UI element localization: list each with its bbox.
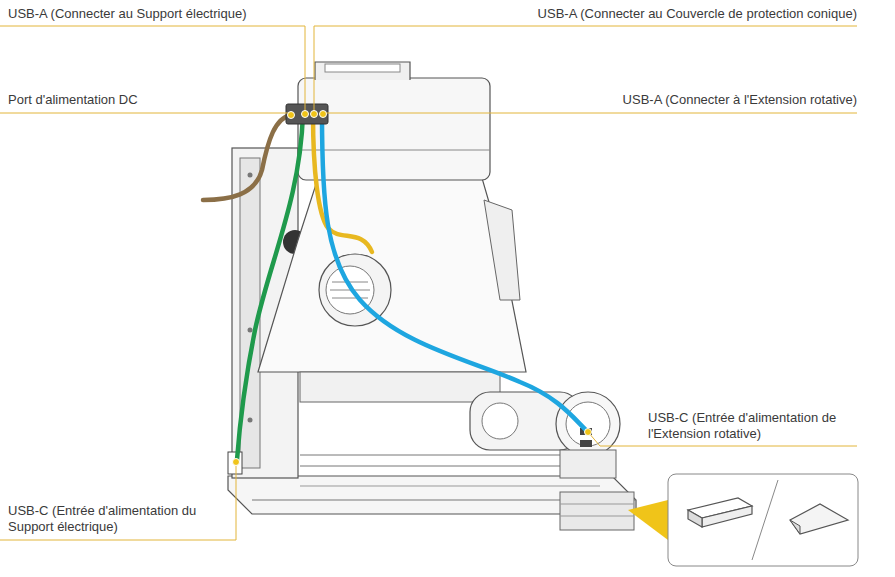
leader-line bbox=[314, 26, 857, 112]
port-cluster bbox=[286, 104, 328, 124]
slide-rail bbox=[300, 455, 560, 456]
green-cable bbox=[237, 114, 303, 460]
blue-cable bbox=[322, 114, 588, 432]
leader-line bbox=[0, 462, 236, 540]
screw bbox=[248, 328, 253, 333]
dc-cable bbox=[203, 115, 291, 200]
callout-label: USB-A (Connecter au Support électrique) bbox=[8, 6, 328, 22]
grille-line bbox=[332, 298, 368, 299]
callout-label: USB-C (Entrée d'alimentation du Support … bbox=[8, 503, 223, 535]
wedge-shim bbox=[790, 504, 848, 534]
screw bbox=[248, 173, 253, 178]
port-dot bbox=[320, 111, 327, 118]
slide-rail bbox=[300, 466, 560, 467]
roller-end bbox=[482, 403, 518, 439]
foot-stripe bbox=[560, 504, 634, 505]
usb-c-port bbox=[228, 452, 242, 474]
foot-stripe bbox=[560, 516, 634, 517]
handle bbox=[315, 62, 410, 80]
leader-line bbox=[0, 113, 291, 114]
usb-c-port bbox=[580, 440, 592, 447]
callout-label: USB-C (Entrée d'alimentation de l'Extens… bbox=[648, 410, 863, 442]
callout-label: USB-A (Connecter à l'Extension rotative) bbox=[437, 92, 857, 108]
port-dot bbox=[302, 111, 309, 118]
laser-head-body bbox=[298, 78, 490, 180]
head-base bbox=[300, 372, 500, 402]
port-dot bbox=[288, 112, 295, 119]
leader-lines bbox=[0, 26, 857, 540]
foot-block bbox=[560, 492, 634, 530]
port-dot bbox=[585, 429, 592, 436]
motor-cap bbox=[566, 402, 610, 446]
leader-line bbox=[0, 26, 305, 112]
flat-shim-end bbox=[688, 510, 702, 527]
screw bbox=[248, 418, 253, 423]
callout-label: USB-A (Connecter au Couvercle de protect… bbox=[437, 6, 857, 22]
slide-rail bbox=[300, 486, 600, 487]
rotary-base bbox=[560, 450, 616, 478]
inset-frame bbox=[668, 474, 858, 566]
body-seam bbox=[298, 150, 490, 151]
inset-pointer bbox=[628, 500, 668, 540]
leader-line bbox=[323, 113, 857, 114]
handle-grip bbox=[325, 64, 400, 72]
port-dots bbox=[233, 111, 592, 466]
port-dot bbox=[311, 111, 318, 118]
conic-cover bbox=[258, 178, 526, 372]
fan-housing bbox=[319, 254, 391, 326]
side-panel bbox=[484, 200, 520, 300]
flat-shim-side bbox=[702, 506, 752, 527]
inset-divider bbox=[752, 480, 778, 560]
wedge-shim-end bbox=[790, 520, 800, 534]
callout-label: Port d'alimentation DC bbox=[8, 92, 278, 108]
port-dot bbox=[233, 459, 240, 466]
